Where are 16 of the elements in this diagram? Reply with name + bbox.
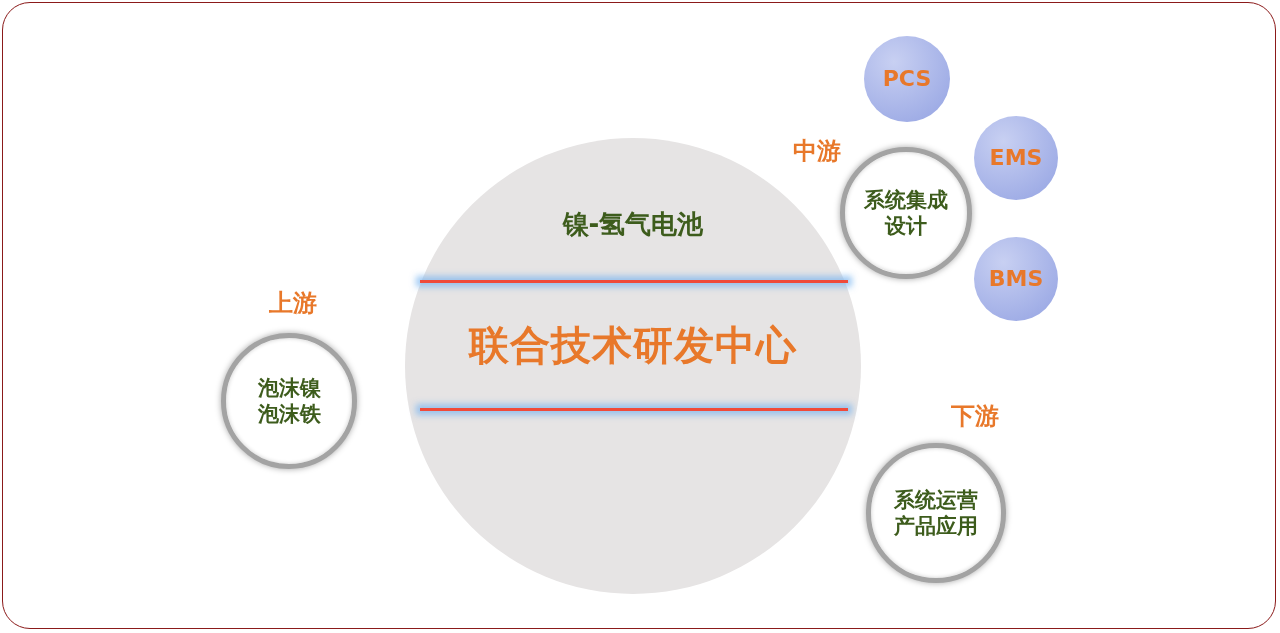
node-label: 系统集成设计 [863, 186, 949, 240]
ring-circle [866, 443, 1006, 583]
module-label: BMS [988, 265, 1044, 293]
node-label: 系统运营 [894, 486, 978, 513]
stage-label: 下游 [951, 401, 999, 432]
module-label: EMS [989, 144, 1043, 172]
ring-circle [840, 147, 972, 279]
center-title: 联合技术研发中心 [469, 321, 797, 370]
subtitle: 镍-氢气电池 [562, 208, 704, 241]
ring-circle [221, 333, 357, 469]
node-label: 泡沫铁 [257, 401, 321, 428]
stage-label: 中游 [793, 136, 841, 167]
node-label: 产品应用 [894, 513, 978, 540]
module-label: PCS [882, 65, 932, 93]
stage-label: 上游 [269, 288, 317, 319]
node-label: 泡沫镍 [257, 374, 321, 401]
